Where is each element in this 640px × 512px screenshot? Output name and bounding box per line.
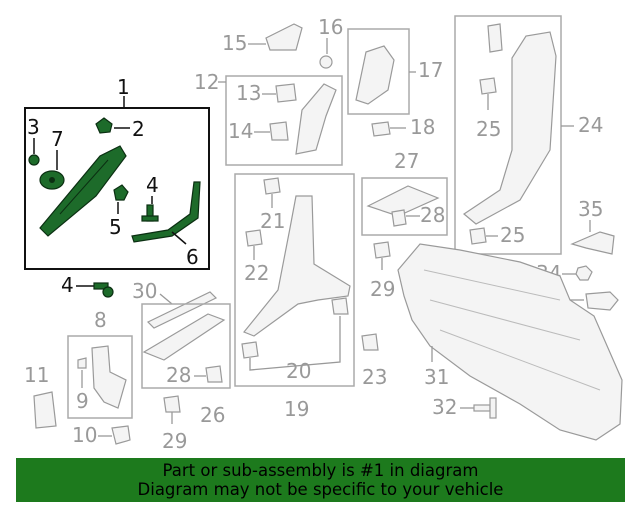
callout-7[interactable]: 7	[51, 127, 64, 151]
part-26-panel[interactable]	[142, 313, 226, 361]
part-10-clip[interactable]	[111, 425, 131, 445]
part-15-bracket[interactable]	[265, 23, 303, 51]
part-8-trim[interactable]	[91, 345, 127, 409]
callout-1[interactable]: 1	[117, 75, 130, 99]
callout-18[interactable]: 18	[410, 115, 435, 139]
part-29-clip-upper[interactable]	[373, 241, 391, 259]
callout-23[interactable]: 23	[362, 365, 387, 389]
part-3-screw[interactable]	[28, 154, 40, 166]
assembly-8-box	[67, 335, 133, 419]
callout-28-upper[interactable]: 28	[420, 203, 445, 227]
part-24-quarter-trim[interactable]	[462, 31, 557, 225]
part-14-clip[interactable]	[269, 121, 289, 141]
part-9-clip[interactable]	[77, 357, 87, 369]
callout-25-upper[interactable]: 25	[476, 117, 501, 141]
part-20-clip-a[interactable]	[241, 341, 259, 359]
part-7-bracket[interactable]	[39, 170, 65, 190]
callout-21[interactable]: 21	[260, 209, 285, 233]
callout-12[interactable]: 12	[194, 70, 219, 94]
part-29-clip-lower[interactable]	[163, 395, 181, 413]
part-31-back-panel[interactable]	[397, 243, 623, 441]
callout-13[interactable]: 13	[236, 81, 261, 105]
part-24-clip-top[interactable]	[487, 23, 503, 53]
part-4-screw-inner[interactable]	[141, 204, 159, 222]
callout-29-upper[interactable]: 29	[370, 277, 395, 301]
callout-2[interactable]: 2	[132, 117, 145, 141]
part-32-pin[interactable]	[473, 397, 497, 419]
assembly-24-box	[454, 15, 562, 255]
part-16-screw[interactable]	[319, 55, 333, 69]
callout-22[interactable]: 22	[244, 261, 269, 285]
banner-line-1: Part or sub-assembly is #1 in diagram	[162, 461, 479, 480]
info-banner: Part or sub-assembly is #1 in diagram Di…	[16, 458, 625, 502]
callout-24[interactable]: 24	[578, 113, 603, 137]
callout-32[interactable]: 32	[432, 395, 457, 419]
part-27-panel[interactable]	[366, 185, 440, 217]
part-25-clip-lower[interactable]	[469, 227, 487, 245]
banner-line-2: Diagram may not be specific to your vehi…	[137, 480, 504, 499]
part-30-strip[interactable]	[146, 291, 218, 329]
part-12-trim[interactable]	[295, 83, 337, 155]
part-13-clip[interactable]	[275, 83, 297, 103]
assembly-26-box	[141, 303, 231, 389]
part-2-clip[interactable]	[95, 117, 113, 134]
callout-35[interactable]: 35	[578, 197, 603, 221]
callout-31[interactable]: 31	[424, 365, 449, 389]
callout-10[interactable]: 10	[72, 423, 97, 447]
part-4-screw-outer[interactable]	[93, 282, 114, 298]
part-23-clip[interactable]	[361, 333, 379, 351]
callout-3[interactable]: 3	[27, 115, 40, 139]
part-11-bracket[interactable]	[33, 391, 57, 429]
callout-29-lower[interactable]: 29	[162, 429, 187, 453]
assembly-19-box	[234, 173, 355, 387]
callout-6[interactable]: 6	[186, 245, 199, 269]
callout-19[interactable]: 19	[284, 397, 309, 421]
part-20-clip-b[interactable]	[331, 297, 349, 315]
callout-17[interactable]: 17	[418, 58, 443, 82]
part-34-nut[interactable]	[575, 265, 593, 281]
part-5-clip[interactable]	[113, 184, 129, 201]
part-28-clip-upper[interactable]	[391, 209, 407, 227]
part-28-clip-lower[interactable]	[205, 365, 223, 383]
part-18-clip[interactable]	[371, 121, 391, 137]
part-17-bracket[interactable]	[355, 45, 395, 105]
callout-20[interactable]: 20	[286, 359, 311, 383]
callout-26[interactable]: 26	[200, 403, 225, 427]
callout-4-inner[interactable]: 4	[146, 173, 159, 197]
callout-11[interactable]: 11	[24, 363, 49, 387]
part-35-trim[interactable]	[570, 231, 615, 255]
part-33-bumper[interactable]	[585, 291, 619, 311]
callout-30[interactable]: 30	[132, 279, 157, 303]
callout-9[interactable]: 9	[76, 389, 89, 413]
part-20-pillar-trim[interactable]	[243, 195, 351, 337]
part-22-clip[interactable]	[245, 229, 263, 247]
part-21-clip[interactable]	[263, 177, 281, 195]
assembly-27-box	[361, 177, 448, 236]
callout-5[interactable]: 5	[109, 215, 122, 239]
callout-27[interactable]: 27	[394, 149, 419, 173]
callout-16[interactable]: 16	[318, 15, 343, 39]
callout-25-lower[interactable]: 25	[500, 223, 525, 247]
callout-28-lower[interactable]: 28	[166, 363, 191, 387]
part-6-weatherstrip[interactable]	[131, 181, 201, 243]
part-1-trim-panel[interactable]	[39, 145, 127, 237]
assembly-1-box	[24, 107, 210, 270]
callout-8[interactable]: 8	[94, 308, 107, 332]
callout-14[interactable]: 14	[228, 119, 253, 143]
callout-15[interactable]: 15	[222, 31, 247, 55]
assembly-12-box	[225, 75, 343, 166]
callout-4-outer[interactable]: 4	[61, 273, 74, 297]
part-25-clip-upper[interactable]	[479, 77, 497, 95]
